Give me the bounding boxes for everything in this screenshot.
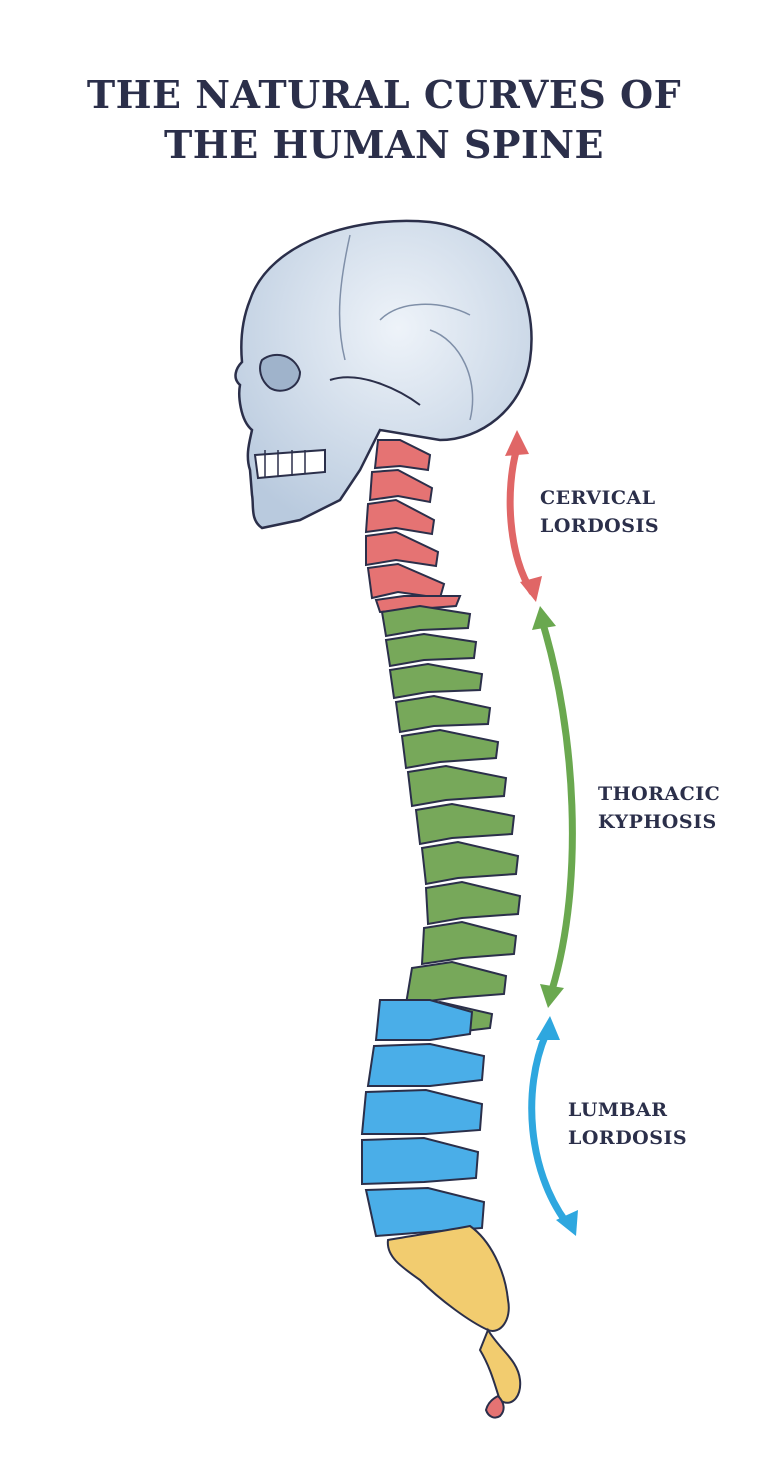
skull-sutures	[338, 234, 474, 421]
cheekbone	[329, 376, 421, 406]
lumbar-label-line2: LORDOSIS	[568, 1127, 688, 1149]
eye-socket	[259, 353, 302, 392]
lumbar-label: LUMBAR LORDOSIS	[568, 1096, 687, 1152]
teeth	[253, 448, 326, 480]
thoracic-vertebrae	[380, 604, 522, 1040]
cervical-label: CERVICAL LORDOSIS	[540, 484, 659, 540]
page-title: THE NATURAL CURVES OF THE HUMAN SPINE	[0, 70, 768, 170]
thoracic-arrow	[532, 606, 576, 1008]
thoracic-label-line2: KYPHOSIS	[598, 811, 717, 833]
cervical-vertebrae	[364, 439, 462, 614]
lumbar-arrow	[528, 1016, 578, 1236]
title-line-1: THE NATURAL CURVES OF	[86, 72, 682, 117]
thoracic-label: THORACIC KYPHOSIS	[598, 780, 720, 836]
coccyx-upper	[478, 1327, 522, 1404]
thoracic-label-line1: THORACIC	[598, 783, 721, 805]
coccyx-tip	[484, 1394, 505, 1419]
teeth-lines	[264, 450, 306, 478]
cervical-label-line1: CERVICAL	[540, 487, 656, 509]
lumbar-vertebrae	[360, 999, 486, 1238]
cervical-label-line2: LORDOSIS	[540, 515, 660, 537]
lumbar-label-line1: LUMBAR	[568, 1099, 668, 1121]
title-line-2: THE HUMAN SPINE	[164, 122, 604, 167]
skull	[234, 219, 533, 530]
cervical-arrow	[505, 430, 542, 602]
sacrum	[386, 1224, 510, 1332]
